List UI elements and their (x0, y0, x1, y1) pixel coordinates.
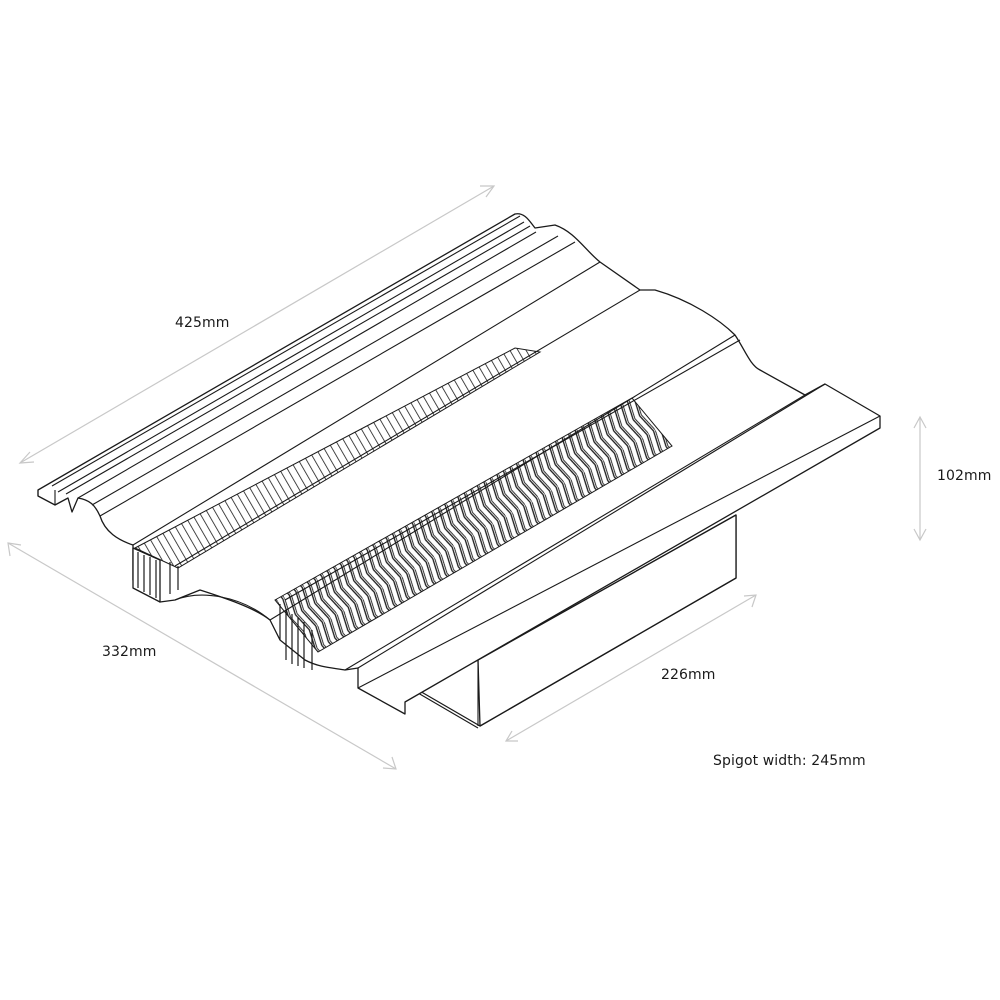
label-height: 102mm (937, 468, 992, 484)
vent-fins-left (132, 347, 542, 603)
spigot-base (417, 514, 737, 729)
label-length: 425mm (175, 315, 230, 331)
dimension-spigot-length (504, 594, 757, 742)
label-spigot-length: 226mm (661, 667, 716, 683)
dimension-height (913, 415, 927, 542)
vent-fins-right (274, 397, 673, 670)
dimension-length (18, 185, 496, 464)
label-width: 332mm (102, 644, 157, 660)
dimension-width (7, 542, 397, 770)
label-spigot-width: Spigot width: 245mm (713, 753, 866, 769)
tile-body (37, 213, 881, 715)
